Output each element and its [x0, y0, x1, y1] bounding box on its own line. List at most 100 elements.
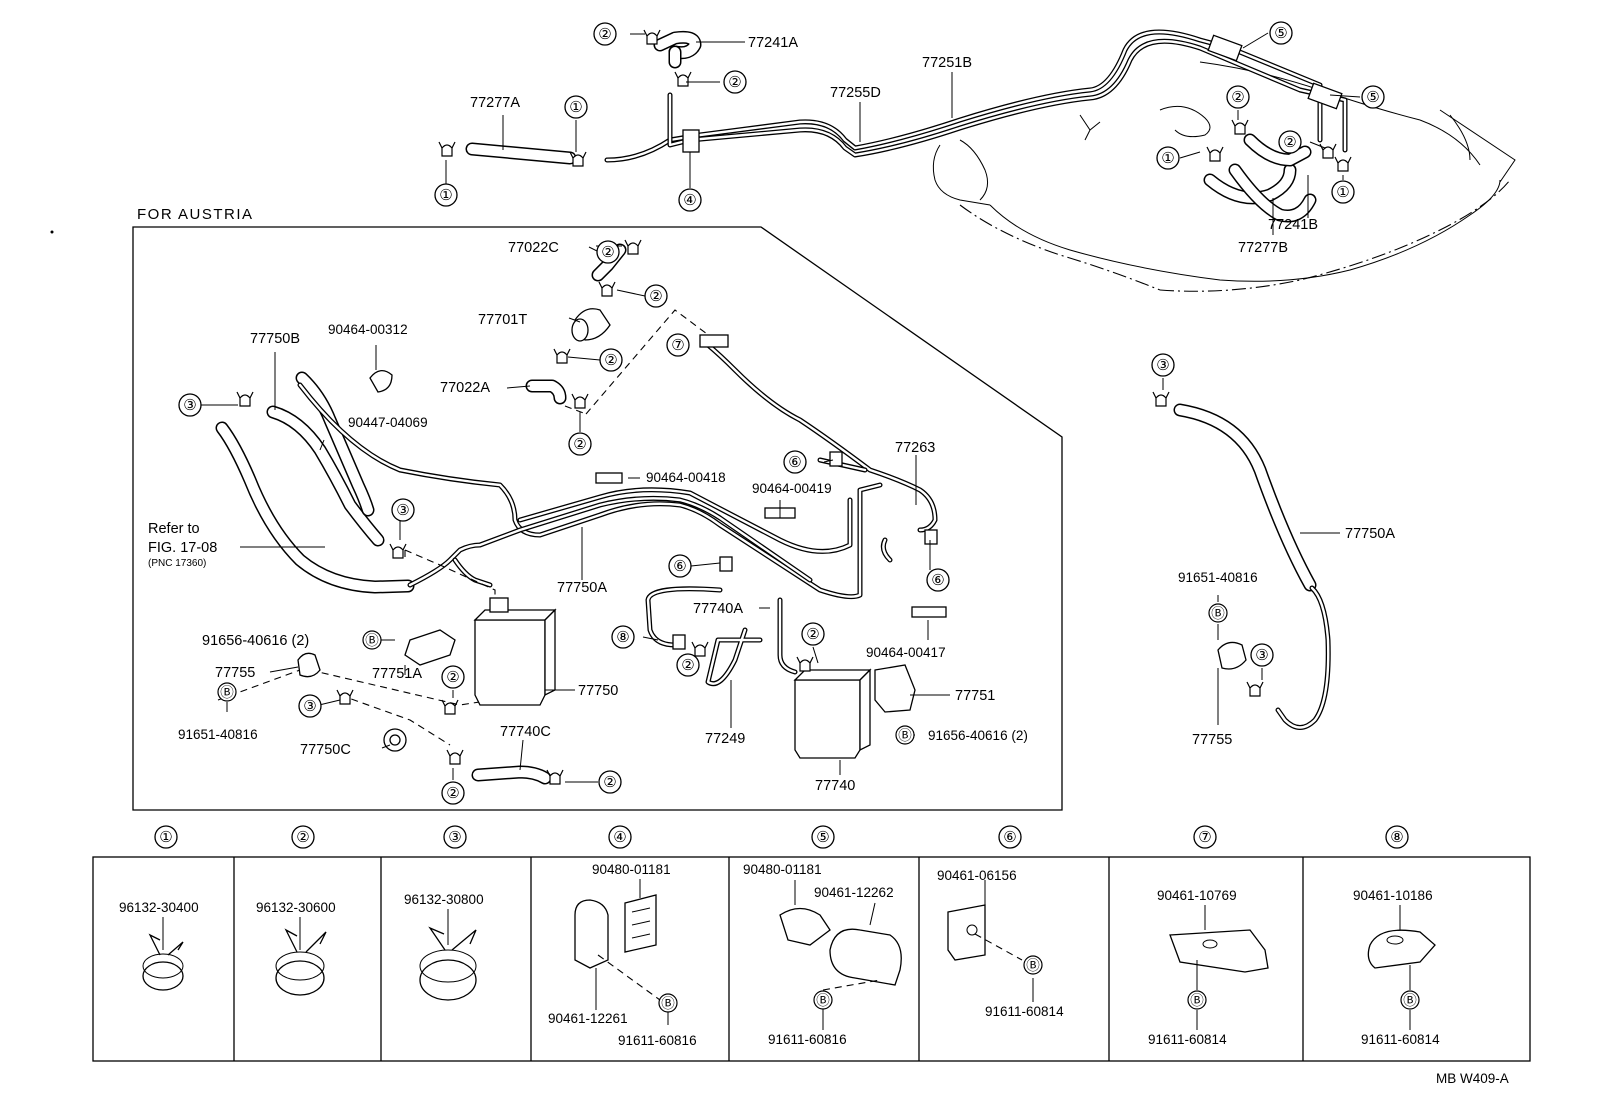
label-77740C: 77740C [500, 724, 551, 740]
clamp-8-part-b: 91611-60814 [1361, 1032, 1440, 1047]
svg-text:Ⓑ: Ⓑ [816, 993, 830, 1008]
label-77750C: 77750C [300, 742, 351, 758]
clamp-7-part-b: 91611-60814 [1148, 1032, 1227, 1047]
svg-text:②: ② [446, 669, 459, 686]
svg-text:Ⓑ: Ⓑ [365, 633, 379, 648]
svg-text:⑧: ⑧ [1390, 829, 1403, 846]
svg-text:⑦: ⑦ [1198, 829, 1211, 846]
clamp-3-part: 96132-30800 [404, 892, 484, 907]
svg-text:③: ③ [1255, 647, 1268, 664]
austria-inset-frame [132, 226, 1063, 811]
svg-text:②: ② [681, 657, 694, 674]
label-77277A: 77277A [470, 95, 520, 111]
svg-text:②: ② [604, 352, 617, 369]
svg-text:②: ② [296, 829, 309, 846]
refer-pnc-text: (PNC 17360) [148, 558, 206, 569]
austria-pipes [297, 342, 938, 687]
label-77255D: 77255D [830, 85, 881, 101]
svg-text:②: ② [573, 436, 586, 453]
clamp-7-part-a: 90461-10769 [1157, 888, 1237, 903]
clamp-table-labels: 96132-30400 96132-30600 96132-30800 9048… [119, 862, 1440, 1048]
svg-text:⑥: ⑥ [788, 454, 801, 471]
label-77249: 77249 [705, 731, 745, 747]
svg-text:②: ② [728, 74, 741, 91]
svg-text:Ⓑ: Ⓑ [1190, 993, 1204, 1008]
svg-text:②: ② [806, 626, 819, 643]
figure-code: MB W409-A [1436, 1071, 1509, 1086]
top-hoses [465, 30, 1317, 223]
label-77740: 77740 [815, 778, 855, 794]
svg-text:②: ② [446, 785, 459, 802]
refer-figure-text: FIG. 17-08 [148, 540, 217, 556]
austria-part-labels: 77750B 90464-00312 90447-04069 Refer to … [148, 240, 1395, 794]
refer-to-text: Refer to [148, 521, 200, 537]
austria-dashed-links [217, 309, 716, 746]
svg-text:③: ③ [1156, 357, 1169, 374]
austria-callouts: ② ② ② ② ⑦ ③ ③ ⑥ ⑥ ⑥ ② ⑧ ② ② ③ ② ② ③ ③ Ⓑ … [178, 240, 1274, 805]
clamp-4-part-a: 90480-01181 [592, 862, 671, 877]
label-77751A: 77751A [372, 666, 422, 682]
svg-text:Ⓑ: Ⓑ [661, 996, 675, 1011]
label-77241B: 77241B [1268, 217, 1318, 233]
austria-clamps [236, 239, 1264, 785]
svg-text:①: ① [159, 829, 172, 846]
label-77755-right: 77755 [1192, 732, 1232, 748]
svg-text:③: ③ [448, 829, 461, 846]
top-part-labels: 77241A 77277A 77255D 77251B 77241B 77277… [470, 35, 1318, 256]
svg-text:⑤: ⑤ [816, 829, 829, 846]
label-91656-40616-left: 91656-40616 (2) [202, 633, 309, 649]
label-91651-40816-right: 91651-40816 [1178, 570, 1258, 585]
label-91651-40816-left: 91651-40816 [178, 727, 258, 742]
svg-text:②: ② [603, 774, 616, 791]
label-90447-04069: 90447-04069 [348, 415, 428, 430]
label-77755-left: 77755 [215, 665, 255, 681]
label-77750: 77750 [578, 683, 618, 699]
for-austria-heading: FOR AUSTRIA [137, 206, 254, 223]
austria-leaders [201, 245, 1340, 783]
svg-text:Ⓑ: Ⓑ [1211, 606, 1225, 621]
svg-text:⑥: ⑥ [931, 572, 944, 589]
label-90464-00418: 90464-00418 [646, 470, 726, 485]
svg-text:⑥: ⑥ [673, 558, 686, 575]
svg-text:Ⓑ: Ⓑ [898, 728, 912, 743]
svg-text:①: ① [439, 187, 452, 204]
svg-text:③: ③ [303, 698, 316, 715]
label-77750B: 77750B [250, 331, 300, 347]
label-77740A: 77740A [693, 601, 743, 617]
clamp-6-part-a: 90461-06156 [937, 868, 1017, 883]
svg-text:③: ③ [396, 502, 409, 519]
top-callouts: ② ② ① ① ④ ⑤ ⑤ ② ② ① ① [434, 21, 1385, 212]
label-77251B: 77251B [922, 55, 972, 71]
clamp-4-part-b: 90461-12261 [548, 1011, 628, 1026]
label-77750A-right: 77750A [1345, 526, 1395, 542]
clamp-table-headers: ① ② ③ ④ ⑤ ⑥ ⑦ ⑧ [154, 825, 1409, 849]
svg-text:②: ② [1283, 134, 1296, 151]
label-90464-00312: 90464-00312 [328, 322, 408, 337]
label-77751: 77751 [955, 688, 995, 704]
svg-text:①: ① [1336, 184, 1349, 201]
clamp-table-bolts: Ⓑ Ⓑ Ⓑ Ⓑ Ⓑ [658, 955, 1420, 1013]
svg-text:②: ② [598, 26, 611, 43]
clamp-2-part: 96132-30600 [256, 900, 336, 915]
svg-text:⑤: ⑤ [1274, 25, 1287, 42]
clamp-4-part-c: 91611-60816 [618, 1033, 697, 1048]
label-77241A: 77241A [748, 35, 798, 51]
label-77022A: 77022A [440, 380, 490, 396]
svg-text:①: ① [1161, 150, 1174, 167]
clamp-table-leaders [162, 879, 1411, 1030]
svg-text:②: ② [649, 288, 662, 305]
svg-text:⑥: ⑥ [1003, 829, 1016, 846]
label-91656-40616-right: 91656-40616 (2) [928, 728, 1028, 743]
label-77022C: 77022C [508, 240, 559, 256]
label-77263: 77263 [895, 440, 935, 456]
clamp-5-part-b: 90461-12262 [814, 885, 894, 900]
svg-text:③: ③ [183, 397, 196, 414]
top-leaders [445, 32, 1361, 235]
clamp-6-part-b: 91611-60814 [985, 1004, 1064, 1019]
austria-hoses [215, 243, 627, 785]
label-77277B: 77277B [1238, 240, 1288, 256]
vehicle-underbody-outline [932, 61, 1516, 292]
clamp-8-part-a: 90461-10186 [1353, 888, 1433, 903]
svg-text:Ⓑ: Ⓑ [220, 685, 234, 700]
